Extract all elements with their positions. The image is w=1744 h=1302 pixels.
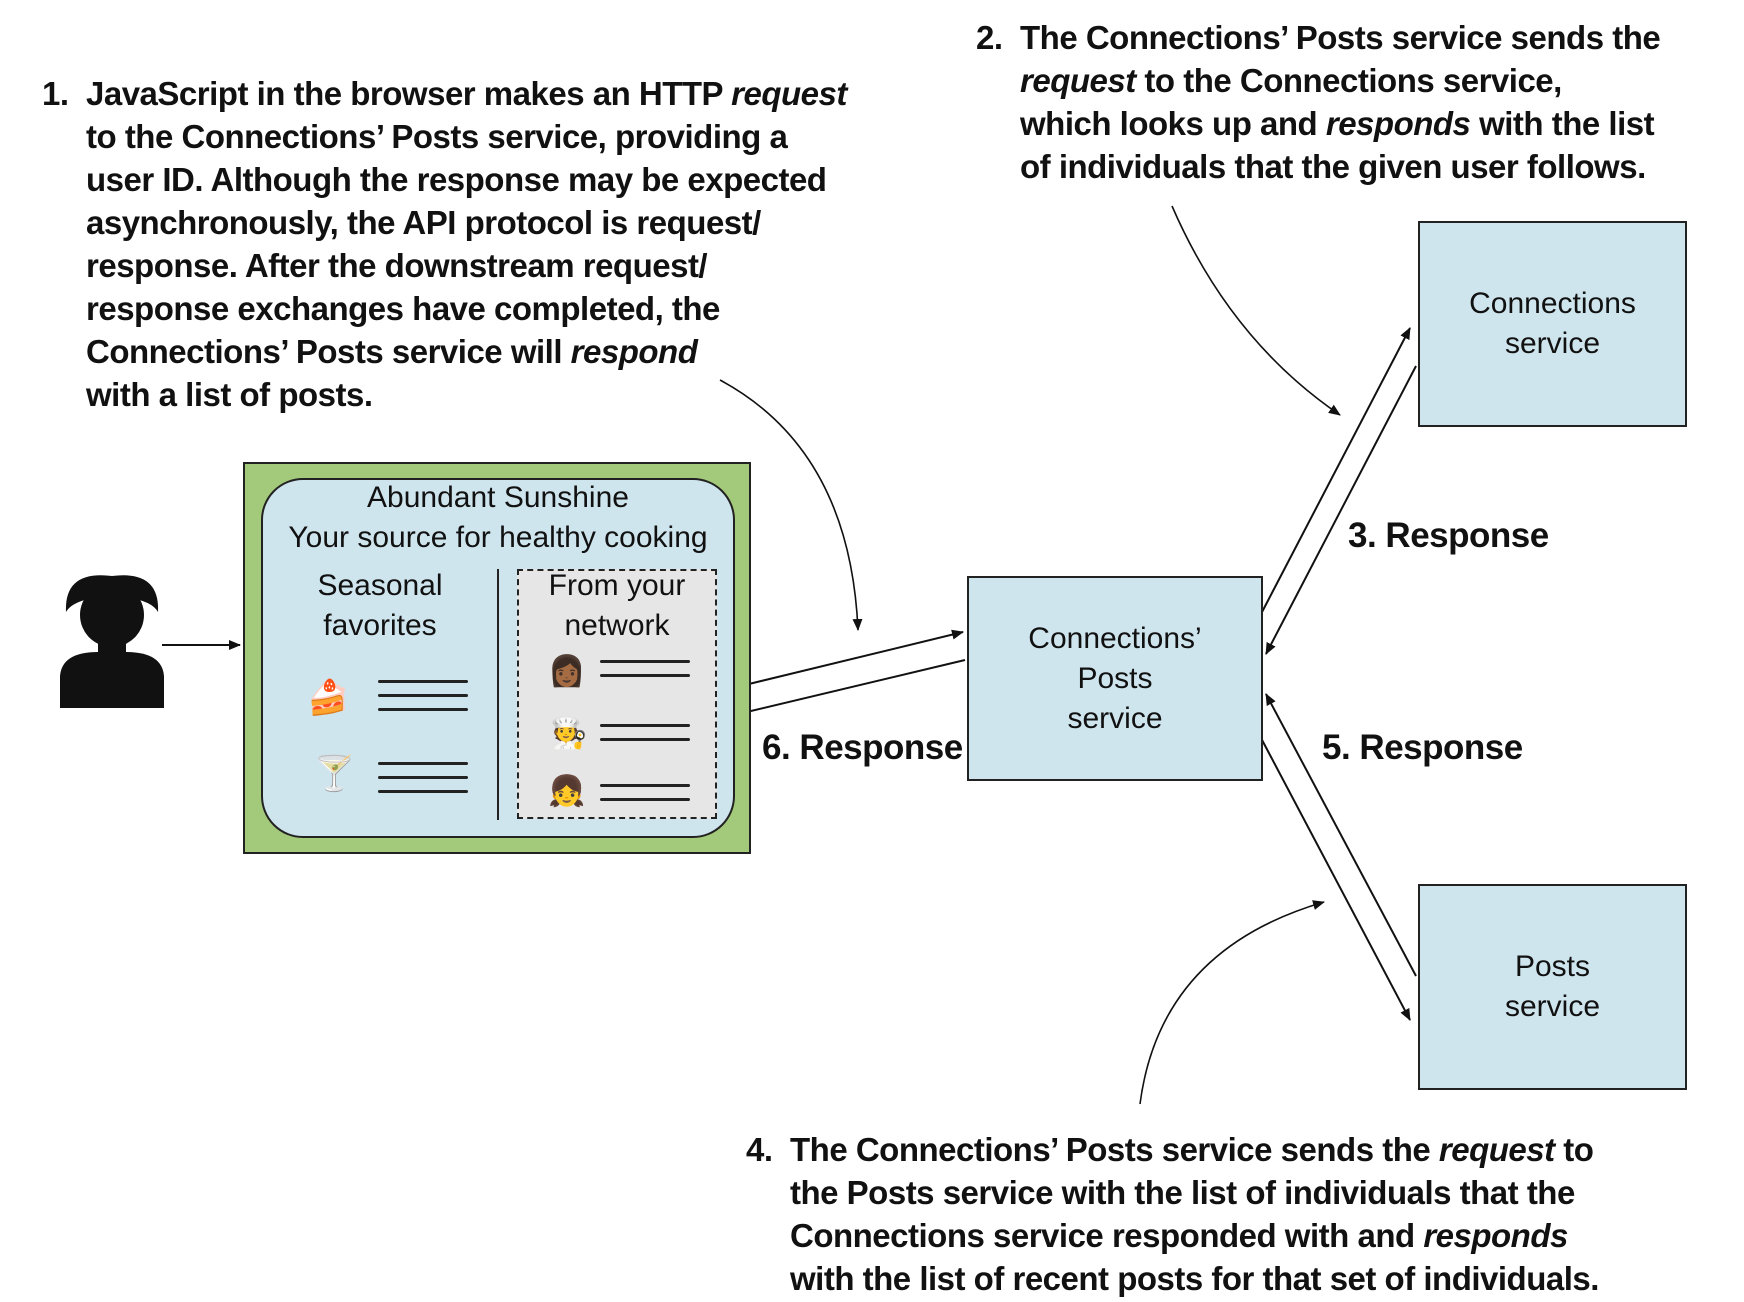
step2-line: of individuals that the given user follo… [976,145,1660,188]
step1-line: with a list of posts. [42,373,847,416]
connections-service-label-line1: Connections [1469,287,1636,320]
emphasized-text: request [731,75,847,112]
step1-line: asynchronously, the API protocol is requ… [42,201,847,244]
step2-line: request to the Connections service, [976,59,1660,102]
note-text: which looks up and [1020,105,1326,142]
step4-line: with the list of recent posts for that s… [746,1257,1599,1300]
note-text: to the Connections service, [1135,62,1562,99]
post-text-placeholder [600,724,690,752]
note-text: to [1554,1131,1594,1168]
post-text-placeholder [600,784,690,812]
from-your-network-line2: network [564,609,670,642]
step4-line: the Posts service with the list of indiv… [746,1171,1599,1214]
emphasized-text: request [1020,62,1136,99]
callout-curve-step1 [719,379,863,631]
response-label-3: 3. Response [1348,516,1549,555]
step1-line: response exchanges have completed, the [42,287,847,330]
chef-icon: 🧑‍🍳 [550,716,588,751]
step1-line: Connections’ Posts service will respond [42,330,847,373]
note-text: JavaScript in the browser makes an HTTP [86,75,732,112]
note-text: of individuals that the given user follo… [1020,148,1646,185]
note-text: with a list of posts. [86,376,373,413]
step1-line: user ID. Although the response may be ex… [42,158,847,201]
step1-line: JavaScript in the browser makes an HTTP … [42,72,847,115]
person-curly-hair-icon: 👩🏾 [548,654,586,689]
note-text: to the Connections’ Posts service, provi… [86,118,788,155]
request-arrow-to-connections-service [1260,327,1411,615]
cake-icon: 🍰 [307,678,350,718]
emphasized-text: respond [570,333,698,370]
callout-curve-step4 [1139,900,1325,1105]
connections-service-label-line2: service [1504,327,1601,360]
user-silhouette-icon [60,575,164,708]
note-text: asynchronously, the API protocol is requ… [86,204,761,241]
column-divider [497,569,499,820]
from-your-network-line1: From your [548,569,686,602]
from-your-network-heading: From your network [517,566,717,646]
note-text: Connections’ Posts service will [86,333,571,370]
step4-number: 4. [746,1131,773,1168]
seasonal-favorites-heading: Seasonal favorites [290,566,470,646]
post-text-placeholder [378,680,468,722]
response-arrow-3 [1265,365,1417,655]
emphasized-text: request [1438,1131,1555,1168]
step2-line: The Connections’ Posts service sends the [976,16,1661,59]
step2-annotation: 2. The Connections’ Posts service sends … [976,16,1661,188]
posts-service-box: Posts service [1418,884,1687,1090]
post-text-placeholder [600,660,690,688]
note-text: The Connections’ Posts service sends the [790,1131,1439,1168]
request-arrow-browser-to-connections-posts [715,629,964,693]
step1-number: 1. [42,75,69,112]
step4-line: Connections service responded with and r… [746,1214,1599,1257]
posts-service-label-line2: service [1504,990,1601,1023]
step4-annotation: 4. The Connections’ Posts service sends … [746,1128,1599,1300]
step1-line: response. After the downstream request/ [42,244,847,287]
response-label-6: 6. Response [762,728,963,767]
response-arrow-5 [1265,693,1417,977]
connections-posts-label-line2: Posts [1077,661,1153,695]
response-label-5: 5. Response [1322,728,1523,767]
connections-posts-label-line1: Connections’ [1028,621,1202,655]
step1-annotation: 1. JavaScript in the browser makes an HT… [42,72,847,416]
connections-service-box: Connections service [1418,221,1687,427]
site-title: Abundant Sunshine [367,481,629,514]
note-text: response exchanges have completed, the [86,290,720,327]
step2-line: which looks up and responds with the lis… [976,102,1660,145]
post-text-placeholder [378,762,468,804]
connections-posts-label-line3: service [1067,701,1163,735]
note-text: Connections service responded with and [790,1217,1424,1254]
step1-line: to the Connections’ Posts service, provi… [42,115,847,158]
note-text: with the list [1470,105,1655,142]
note-text: response. After the downstream request/ [86,247,708,284]
callout-curve-step2 [1171,205,1341,416]
note-text: with the list of recent posts for that s… [790,1260,1599,1297]
step2-number: 2. [976,19,1003,56]
network-panel [517,569,717,819]
person-ponytail-icon: 👧 [548,774,586,809]
emphasized-text: responds [1423,1217,1568,1254]
note-text: the Posts service with the list of indiv… [790,1174,1575,1211]
request-arrow-to-posts-service [1260,737,1411,1021]
connections-posts-service-box: Connections’ Posts service [967,576,1263,781]
note-text: The Connections’ Posts service sends the [1020,19,1661,56]
site-tagline: Your source for healthy cooking [288,521,708,554]
response-line-6 [729,659,966,717]
seasonal-favorites-line2: favorites [323,609,437,642]
cocktail-icon: 🍸 [313,754,356,794]
step4-line: The Connections’ Posts service sends the… [746,1128,1599,1171]
emphasized-text: responds [1325,105,1471,142]
posts-service-label-line1: Posts [1514,950,1591,983]
seasonal-favorites-line1: Seasonal [317,569,443,602]
note-text: user ID. Although the response may be ex… [86,161,827,198]
